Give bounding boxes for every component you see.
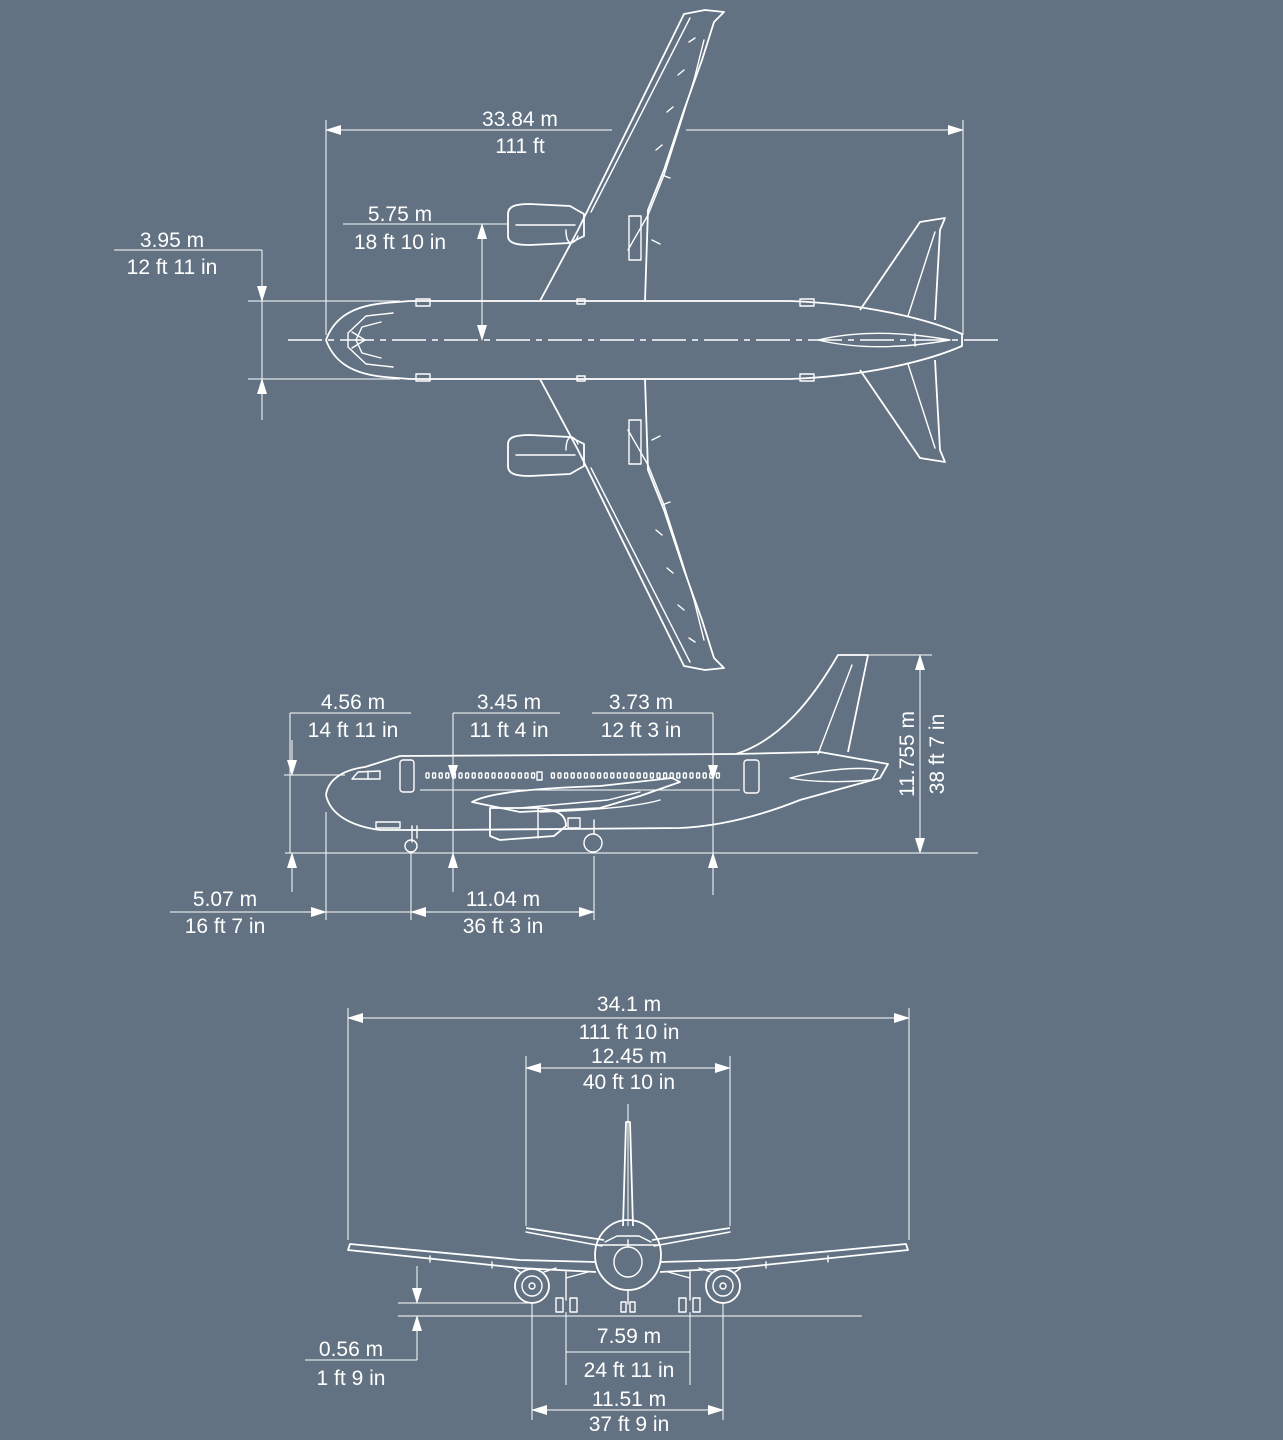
side-wing [471,777,681,813]
dim-engine-offset-m: 5.75 m [368,203,432,226]
dim-fuselage-width-ft: 12 ft 11 in [127,256,218,279]
top-wing-lower [539,378,725,671]
dim-wing-to-rear-door-ft: 12 ft 3 in [601,719,682,742]
top-stabilizer-lower [859,359,946,463]
cabin-window [603,772,608,779]
cabin-window [511,772,516,779]
side-view: 4.56 m 14 ft 11 in 3.45 m 11 ft 4 in 3.7… [170,654,978,938]
cabin-window [464,772,470,779]
dim-engine-clearance-m: 0.56 m [319,1338,383,1361]
dim-engine-spacing-ft: 37 ft 9 in [589,1413,670,1436]
top-cockpit-outline [347,312,394,368]
cabin-window [570,772,575,779]
top-stabilizer-upper [859,217,946,321]
cabin-window [445,772,450,779]
main-gear [567,817,603,853]
cabin-window [629,772,635,779]
dim-overall-height-m: 11.755 m [896,711,919,797]
cabin-window [662,772,668,779]
cabin-window [636,772,641,779]
cabin-window [715,772,721,779]
cabin-window [497,772,503,779]
dim-length-ft: 111 ft [495,135,545,158]
front-fuselage [594,1219,662,1291]
cabin-window [702,772,707,779]
side-windows [425,772,721,779]
cabin-window [557,772,562,779]
dim-nose-to-gear-ft: 16 ft 7 in [185,915,266,938]
dim-gear-track-ft: 24 ft 11 in [584,1359,675,1382]
top-engine-lower [507,434,585,477]
front-view: 34.1 m 111 ft 10 in 12.45 m 40 ft 10 in … [305,993,910,1436]
dim-length-m: 33.84 m [482,108,558,131]
cabin-window [425,772,430,779]
cabin-window [676,772,681,779]
top-fuselage [325,300,963,380]
cabin-window [590,772,595,779]
front-engine-left [513,1267,557,1304]
front-tailplane [525,1227,731,1241]
dim-fuselage-width-m: 3.95 m [140,229,204,252]
dim-tailplane-m: 12.45 m [591,1045,667,1068]
cabin-window [431,772,437,779]
cabin-window [596,772,602,779]
cabin-window [517,772,523,779]
dim-gear-track-m: 7.59 m [597,1325,661,1348]
cabin-window [643,772,648,779]
cabin-window [458,772,463,779]
side-fuselage [325,751,889,831]
dim-tailplane-ft: 40 ft 10 in [583,1071,675,1094]
cabin-window [484,772,490,779]
dim-door-to-wing-ft: 11 ft 4 in [470,719,549,742]
cabin-window [656,772,661,779]
dim-wheelbase-m: 11.04 m [466,888,540,911]
dim-engine-offset-ft: 18 ft 10 in [354,231,446,254]
dim-wingspan-m: 34.1 m [597,993,661,1016]
dim-door-to-wing-m: 3.45 m [477,691,541,714]
nose-gear [375,821,418,853]
cabin-window [471,772,476,779]
cabin-window [504,772,509,779]
cabin-window [577,772,582,779]
front-main-gear-right [667,1271,701,1313]
dim-wheelbase-ft: 36 ft 3 in [463,915,544,938]
cabin-window [695,772,701,779]
side-vertical-fin [735,654,869,755]
dim-fuselage-height-ft: 14 ft 11 in [308,719,399,742]
dim-fuselage-height-m: 4.56 m [321,691,385,714]
cabin-window [563,772,569,779]
side-engine [489,807,567,841]
front-engine-right [698,1267,742,1304]
cabin-window [709,772,714,779]
cabin-window [610,772,615,779]
cabin-window [682,772,688,779]
cabin-window [491,772,496,779]
cabin-window [478,772,483,779]
cabin-window [616,772,622,779]
dim-engine-spacing-m: 11.51 m [592,1388,666,1411]
cabin-window [438,772,443,779]
dim-wingspan-ft: 111 ft 10 in [579,1021,680,1044]
dim-overall-height-ft: 38 ft 7 in [926,714,949,795]
dim-nose-to-gear-m: 5.07 m [193,888,257,911]
cabin-window [689,772,694,779]
cabin-window [550,772,556,779]
top-view: 33.84 m 111 ft 5.75 m 18 ft 10 in 3.95 m… [114,9,998,671]
front-main-gear-left [555,1271,589,1313]
front-wing-left [347,1243,597,1273]
dim-engine-clearance-ft: 1 ft 9 in [317,1367,386,1390]
cabin-window [583,772,589,779]
cabin-window [530,772,536,779]
cabin-window [524,772,529,779]
front-nose-gear [620,1289,636,1313]
cabin-window [649,772,655,779]
cabin-window [623,772,628,779]
top-wing-upper [539,9,725,302]
front-wing-right [659,1243,909,1273]
top-engine-upper [507,203,585,246]
dim-wing-to-rear-door-m: 3.73 m [609,691,673,714]
